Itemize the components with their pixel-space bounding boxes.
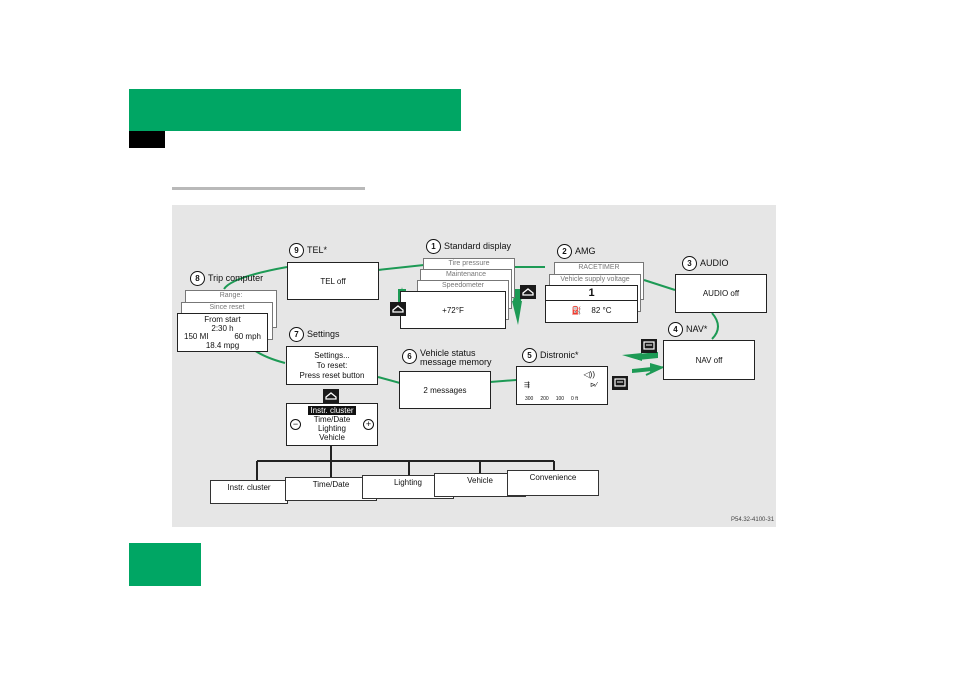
minus-icon: −	[290, 419, 301, 430]
menu-button-icon	[323, 389, 339, 403]
vehicle-status-screen: 2 messages	[399, 371, 491, 409]
menu-button-icon	[390, 302, 406, 316]
distronic-screen: ◁)) ⇶ ⊳⁄ 300 200 100 0 ft	[516, 366, 608, 405]
gear-display: 1	[546, 286, 637, 301]
amg-screen: 1 ⛽ 82 °C	[545, 285, 638, 323]
trip-computer-screen: From start 2:30 h 150 MI 60 mph 18.4 mpg	[177, 313, 268, 352]
settings-submenu-screen: Instr. cluster Time/Date Lighting Vehicl…	[286, 403, 378, 446]
vehicle-icon: ⊳⁄	[589, 382, 597, 389]
tab-time-date: Time/Date	[285, 477, 377, 501]
section-header-bar	[129, 89, 461, 131]
submenu-selected-item: Instr. cluster	[308, 406, 356, 415]
tab-instr-cluster: Instr. cluster	[210, 480, 288, 504]
section-tab	[129, 131, 165, 148]
menu-button-icon	[520, 285, 536, 299]
distance-scale: 300 200 100 0 ft	[525, 396, 578, 402]
settings-screen: Settings... To reset: Press reset button	[286, 346, 378, 385]
phone-button-icon	[612, 376, 628, 390]
phone-button-icon	[641, 339, 657, 353]
standard-display-screen: +72°F	[400, 291, 506, 329]
oil-temp-value: 82 °C	[591, 306, 612, 315]
tel-screen: TEL off	[287, 262, 379, 300]
audio-screen: AUDIO off	[675, 274, 767, 313]
headlight-icon: ⇶	[524, 382, 530, 389]
tab-convenience: Convenience	[507, 470, 599, 496]
speaker-icon: ◁))	[583, 370, 595, 379]
page-number-block	[129, 543, 201, 586]
nav-screen: NAV off	[663, 340, 755, 380]
oil-temp-icon: ⛽	[571, 306, 582, 315]
figure-code: P54.32-4100-31	[731, 517, 775, 523]
heading-rule	[172, 187, 365, 190]
plus-icon: +	[363, 419, 374, 430]
